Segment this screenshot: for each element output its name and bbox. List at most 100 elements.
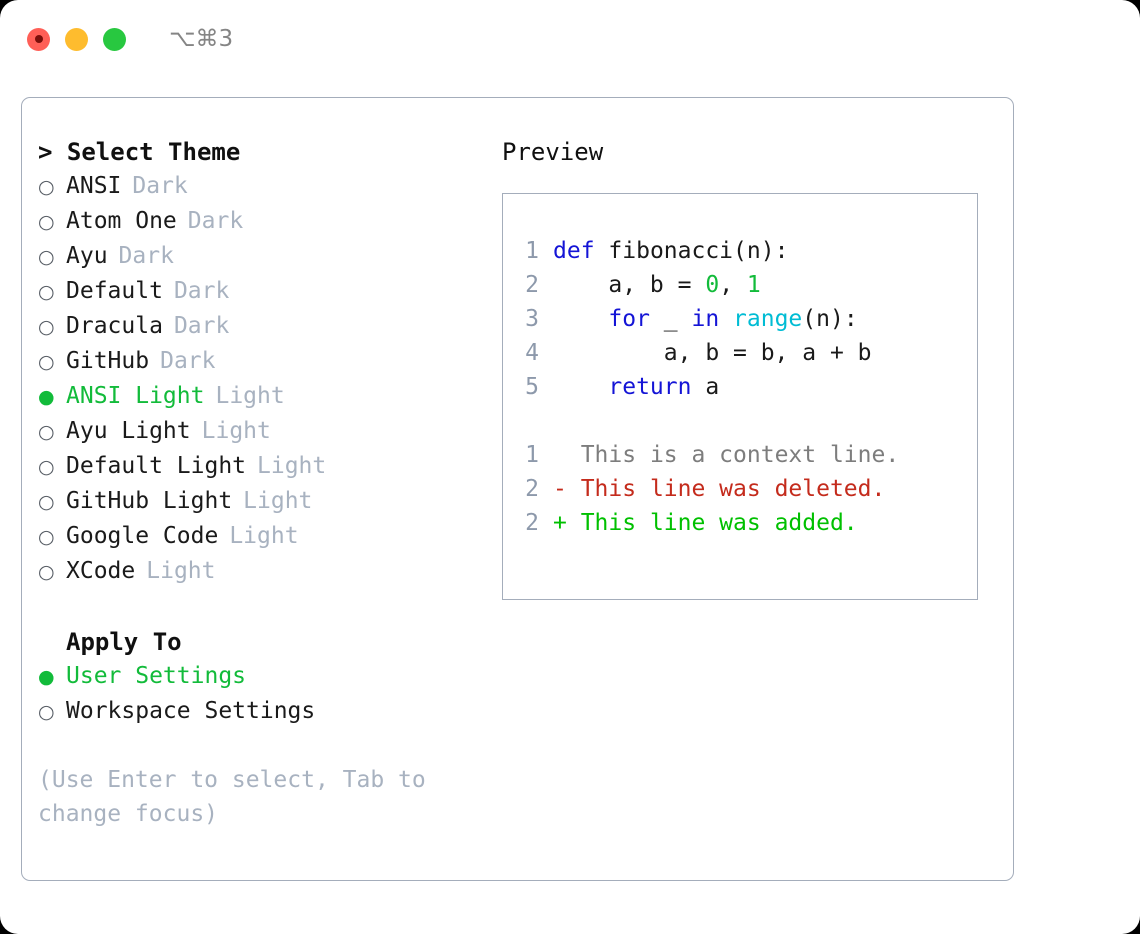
theme-item-ayu-light[interactable]: ○ Ayu Light Light: [38, 414, 478, 449]
token-keyword: for: [608, 306, 650, 332]
close-button[interactable]: [27, 27, 50, 51]
theme-label: Ayu: [66, 243, 108, 269]
theme-item-default[interactable]: ○ Default Dark: [38, 274, 478, 309]
diff-line-deleted: 2 - This line was deleted.: [515, 472, 977, 506]
theme-item-default-light[interactable]: ○ Default Light Light: [38, 449, 478, 484]
token-number: 0: [705, 272, 720, 298]
theme-selector-pane: > Select Theme ○ ANSI Dark ○ Atom One Da…: [38, 135, 478, 831]
line-number: 4: [525, 340, 539, 366]
radio-unselected-icon: ○: [38, 456, 55, 478]
code-line: 4 a, b = b, a + b: [515, 336, 977, 370]
window-controls: [27, 27, 126, 51]
theme-item-ansi[interactable]: ○ ANSI Dark: [38, 169, 478, 204]
apply-to-item-user-settings[interactable]: ● User Settings: [38, 659, 478, 694]
radio-unselected-icon: ○: [38, 351, 55, 373]
apply-to-label: Workspace Settings: [66, 698, 316, 724]
theme-variant-tag: Dark: [118, 243, 174, 269]
diff-marker: [553, 438, 567, 472]
list-spacer: [38, 589, 478, 625]
theme-variant-tag: Light: [146, 558, 216, 584]
code-line: 1 def fibonacci(n):: [515, 234, 977, 268]
token-identifier: fibonacci(n):: [608, 238, 789, 264]
line-number: 3: [525, 306, 539, 332]
close-icon: [34, 35, 43, 43]
theme-item-google-code[interactable]: ○ Google Code Light: [38, 519, 478, 554]
radio-unselected-icon: ○: [38, 491, 55, 513]
token-function: range: [733, 306, 803, 332]
diff-line-added: 2 + This line was added.: [515, 506, 977, 540]
code-content: a, b = b, a + b: [553, 336, 872, 370]
radio-unselected-icon: ○: [38, 526, 55, 548]
diff-sample: 1 This is a context line. 2 - This line …: [515, 438, 977, 540]
diff-marker: -: [553, 476, 567, 502]
radio-unselected-icon: ○: [38, 281, 55, 303]
theme-label: Google Code: [66, 523, 219, 549]
token-indent: [553, 374, 608, 400]
apply-to-label: User Settings: [66, 663, 247, 689]
theme-label: Dracula: [66, 313, 163, 339]
code-sample: 1 def fibonacci(n): 2 a, b = 0, 1 3 for …: [515, 234, 977, 404]
line-number: 2: [525, 476, 539, 502]
code-line: 5 return a: [515, 370, 977, 404]
theme-label: GitHub Light: [66, 488, 233, 514]
maximize-button[interactable]: [103, 27, 126, 51]
minimize-button[interactable]: [65, 27, 88, 51]
theme-item-atom-one[interactable]: ○ Atom One Dark: [38, 204, 478, 239]
theme-label: Atom One: [66, 208, 177, 234]
theme-label: GitHub: [66, 348, 150, 374]
code-content: a, b = 0, 1: [553, 268, 761, 302]
diff-text: This line was deleted.: [566, 476, 886, 502]
theme-list: ○ ANSI Dark ○ Atom One Dark ○ Ayu Dark: [38, 169, 478, 589]
token-identifier: a: [691, 374, 720, 400]
apply-to-item-workspace-settings[interactable]: ○ Workspace Settings: [38, 694, 478, 729]
code-content: for _ in range(n):: [553, 302, 858, 336]
token-number: 1: [746, 272, 761, 298]
line-number: 5: [525, 374, 539, 400]
code-line: 2 a, b = 0, 1: [515, 268, 977, 302]
line-number: 1: [525, 238, 539, 264]
line-number: 2: [525, 272, 539, 298]
theme-variant-tag: Light: [257, 453, 327, 479]
radio-unselected-icon: ○: [38, 316, 55, 338]
title-bar: ⌥⌘3: [0, 0, 1140, 78]
theme-item-github[interactable]: ○ GitHub Dark: [38, 344, 478, 379]
preview-title: Preview: [502, 138, 604, 166]
radio-unselected-icon: ○: [38, 211, 55, 233]
line-number: 1: [525, 442, 539, 468]
keyboard-hint-text: (Use Enter to select, Tab to change focu…: [38, 767, 440, 827]
main-panel: > Select Theme ○ ANSI Dark ○ Atom One Da…: [21, 97, 1014, 881]
theme-variant-tag: Light: [229, 523, 299, 549]
radio-unselected-icon: ○: [38, 701, 55, 723]
apply-to-list: ● User Settings ○ Workspace Settings: [38, 659, 478, 729]
token-keyword: def: [553, 238, 595, 264]
apply-to-heading: Apply To: [66, 628, 182, 656]
token-identifier: _: [649, 306, 692, 332]
theme-item-ansi-light[interactable]: ● ANSI Light Light: [38, 379, 478, 414]
radio-unselected-icon: ○: [38, 421, 55, 443]
theme-item-ayu[interactable]: ○ Ayu Dark: [38, 239, 478, 274]
theme-variant-tag: Dark: [160, 348, 216, 374]
theme-item-dracula[interactable]: ○ Dracula Dark: [38, 309, 478, 344]
theme-item-github-light[interactable]: ○ GitHub Light Light: [38, 484, 478, 519]
token-space: [595, 238, 609, 264]
theme-label: Default: [66, 278, 163, 304]
theme-label: Ayu Light: [66, 418, 191, 444]
theme-variant-tag: Light: [215, 383, 285, 409]
hint-spacer: [38, 729, 478, 763]
radio-unselected-icon: ○: [38, 246, 55, 268]
theme-item-xcode[interactable]: ○ XCode Light: [38, 554, 478, 589]
token-keyword: return: [608, 374, 692, 400]
diff-spacer: [515, 404, 977, 438]
token-keyword: in: [691, 306, 720, 332]
radio-selected-icon: ●: [38, 386, 55, 408]
theme-variant-tag: Light: [243, 488, 313, 514]
token-punctuation: (n):: [802, 306, 858, 332]
diff-text: This line was added.: [566, 510, 858, 536]
radio-selected-icon: ●: [38, 666, 55, 688]
diff-line-context: 1 This is a context line.: [515, 438, 977, 472]
token-space: [719, 306, 733, 332]
code-content: def fibonacci(n):: [553, 234, 788, 268]
theme-variant-tag: Dark: [173, 313, 230, 339]
radio-unselected-icon: ○: [38, 561, 55, 583]
